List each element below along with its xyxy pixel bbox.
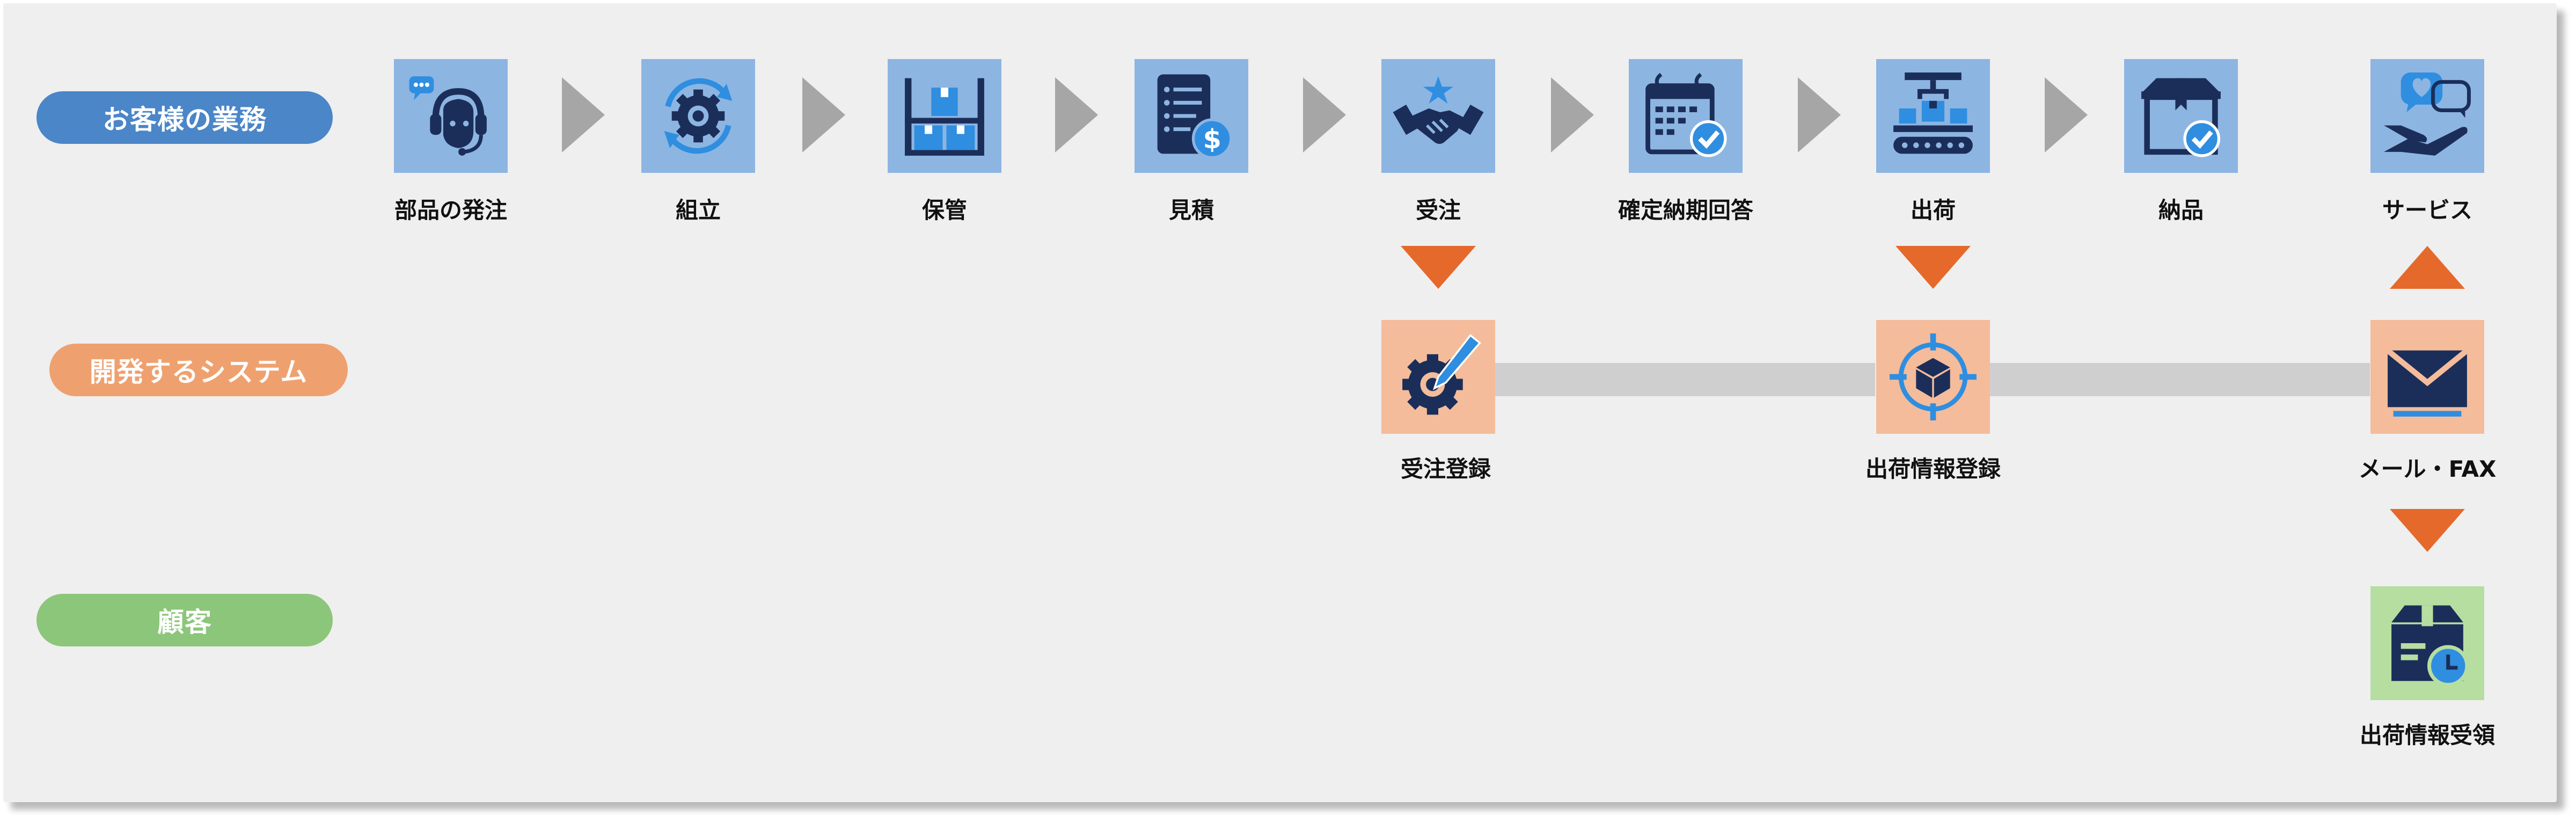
chevron-right-icon [1551, 77, 1594, 152]
chevron-right-icon [562, 77, 605, 152]
step-label: 確定納期回答 [1618, 197, 1753, 223]
step-estimate: $ [1135, 59, 1248, 173]
step-assembly [641, 59, 755, 173]
system-connector-2 [1989, 363, 2370, 396]
chevron-right-icon [1055, 77, 1098, 152]
arrow-down-icon [1896, 246, 1971, 289]
arrow-down-icon [2390, 509, 2465, 552]
handshake-star-icon [1393, 76, 1484, 144]
chevron-right-icon [2045, 77, 2088, 152]
svg-text:$: $ [1203, 123, 1221, 155]
gear-cycle-icon [664, 78, 733, 154]
calendar-check-icon [1645, 72, 1727, 157]
step-label: 受注 [1415, 197, 1461, 223]
step-label: 納品 [2158, 197, 2204, 223]
step-service [2370, 59, 2484, 173]
package-clock-icon [2391, 605, 2469, 687]
system-mail-fax [2370, 320, 2484, 434]
package-check-icon [2141, 78, 2221, 157]
step-label: 出荷 [1910, 197, 1956, 223]
chevron-right-icon [802, 77, 845, 152]
step-label: 部品の発注 [394, 197, 507, 223]
headset-support-icon [409, 76, 487, 156]
customer-shipping-info-received [2370, 586, 2484, 700]
gear-pen-icon [1402, 334, 1481, 415]
step-order-parts [394, 59, 508, 173]
step-label: 受注登録 [1400, 456, 1491, 482]
chevron-right-icon [1303, 77, 1346, 152]
step-label: 出荷情報登録 [1865, 456, 2001, 482]
step-label: 組立 [675, 197, 721, 223]
step-label: サービス [2382, 197, 2472, 223]
warehouse-shelf-icon [905, 78, 984, 156]
hand-heart-chat-icon [2384, 72, 2471, 156]
invoice-dollar-icon: $ [1157, 74, 1233, 159]
system-shipping-registration [1876, 320, 1990, 434]
step-delivery [2124, 59, 2238, 173]
chevron-right-icon [1798, 77, 1841, 152]
system-order-registration [1381, 320, 1495, 434]
envelope-icon [2385, 348, 2469, 417]
system-connector-1 [1493, 363, 1875, 396]
lane-customer: 顧客 [36, 594, 333, 646]
step-label: 保管 [921, 197, 967, 223]
arrow-down-icon [1401, 246, 1476, 289]
target-box-icon [1890, 333, 1977, 420]
step-delivery-date-reply [1629, 59, 1743, 173]
step-label: 出荷情報受領 [2359, 722, 2495, 748]
step-label: 見積 [1168, 197, 1214, 223]
step-order-received [1381, 59, 1495, 173]
lane-system: 開発するシステム [49, 344, 348, 396]
conveyor-box-icon [1893, 72, 1973, 154]
arrow-up-icon [2390, 246, 2465, 289]
step-storage [888, 59, 1001, 173]
step-label: メール・FAX [2358, 456, 2497, 482]
lane-business: お客様の業務 [36, 91, 333, 144]
step-shipping [1876, 59, 1990, 173]
